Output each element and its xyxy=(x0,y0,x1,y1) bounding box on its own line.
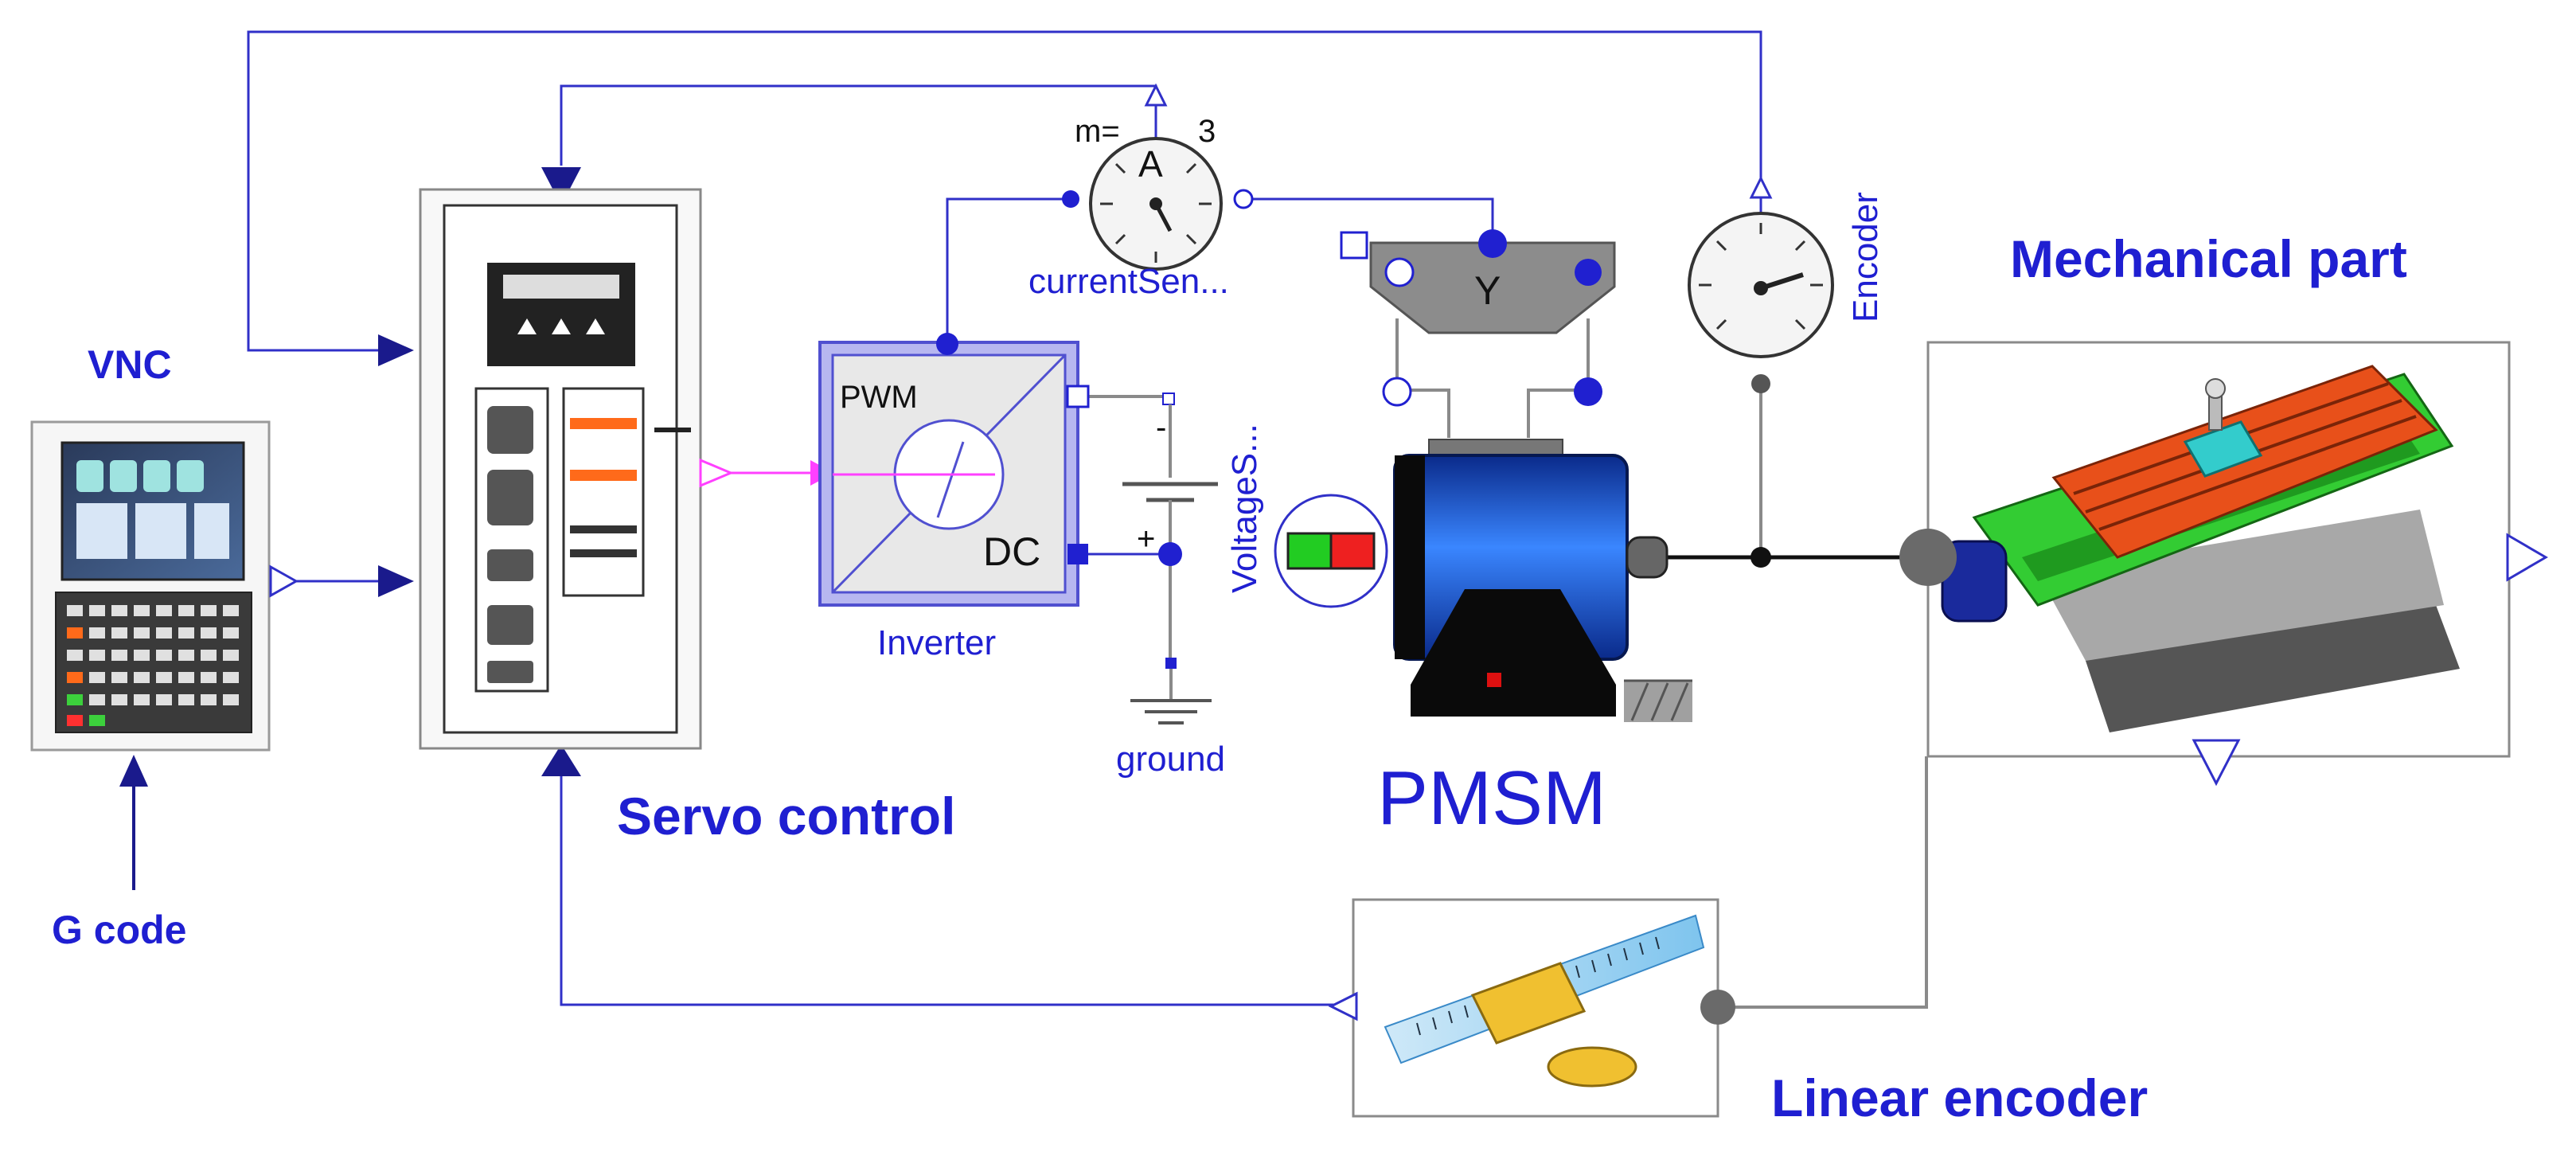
g-code-arrow-head xyxy=(119,755,148,787)
servo-warning-strips xyxy=(570,418,637,557)
motor-signal-green xyxy=(1286,532,1333,570)
wire-dc-top xyxy=(1077,395,1172,404)
battery-plus: + xyxy=(1137,521,1155,557)
star-connection-block[interactable] xyxy=(1340,229,1616,407)
servo-input-arrows xyxy=(378,167,581,776)
encoder-needle xyxy=(1760,272,1804,291)
current-sensor-output-port[interactable] xyxy=(1144,83,1168,107)
servo-connectors xyxy=(487,406,533,683)
wire-inverter-current xyxy=(946,197,1071,342)
pwm-signal-connection xyxy=(699,458,834,488)
inverter-top-pin[interactable] xyxy=(936,333,958,355)
motor-stand xyxy=(1411,589,1616,717)
encoder-disc xyxy=(1547,1046,1637,1088)
inverter-label: Inverter xyxy=(877,623,996,662)
g-code-input xyxy=(119,755,148,890)
y-block-letter: Y xyxy=(1474,268,1501,313)
ammeter-letter: A xyxy=(1138,143,1163,185)
arrow-top xyxy=(541,167,581,205)
mech-output-port-right[interactable] xyxy=(2506,533,2548,582)
encoder-shaft-pin[interactable] xyxy=(1751,374,1770,393)
current-sensor[interactable] xyxy=(1062,83,1254,271)
shaft-junction xyxy=(1751,547,1771,568)
wire-linear-feedback xyxy=(560,768,1353,1006)
voltage-top-pin[interactable] xyxy=(1162,392,1175,405)
servo-control-label: Servo control xyxy=(617,787,955,846)
vnc-controller[interactable] xyxy=(30,420,299,752)
inverter-pos-pin[interactable] xyxy=(1066,385,1090,408)
motor-pin-right[interactable] xyxy=(1574,377,1602,406)
motor-end-cap xyxy=(1395,455,1425,659)
linear-encoder-block[interactable] xyxy=(1328,898,1735,1118)
current-sensor-pin-out[interactable] xyxy=(1233,189,1254,209)
servo-display-symbols xyxy=(517,318,605,334)
mechanical-wires xyxy=(1077,318,1928,1009)
voltage-source-label: VoltageS... xyxy=(1225,424,1264,593)
current-sensor-label: currentSen... xyxy=(1028,262,1229,301)
wire-current-feedback xyxy=(560,84,1157,166)
wire-mech-linear xyxy=(1718,756,1928,1009)
motor-stand-mark xyxy=(1487,673,1501,687)
motor-pin-left[interactable] xyxy=(1382,377,1412,407)
wire-y-motor-left xyxy=(1397,389,1450,438)
machine-base-top xyxy=(2038,510,2444,661)
mech-output-port-bottom[interactable] xyxy=(2192,739,2241,787)
ground-label: ground xyxy=(1116,740,1225,779)
battery-minus: - xyxy=(1156,410,1166,445)
mechanical-part-block[interactable] xyxy=(1899,341,2548,787)
vnc-screen-widgets xyxy=(76,460,229,559)
linear-encoder-port-right[interactable] xyxy=(1700,990,1735,1025)
encoder-output-port[interactable] xyxy=(1749,175,1773,199)
g-code-label: G code xyxy=(52,908,186,952)
linear-encoder-label: Linear encoder xyxy=(1771,1068,2148,1127)
wire-current-y xyxy=(1242,197,1494,243)
arrow-bottom xyxy=(541,744,581,776)
vnc-keys xyxy=(67,605,239,726)
servo-control-block[interactable] xyxy=(419,188,702,750)
battery-junction xyxy=(1158,542,1182,566)
encoder-label: Encoder xyxy=(1846,192,1885,322)
vnc-output-port[interactable] xyxy=(269,564,299,598)
wire-y-motor-right xyxy=(1527,389,1588,438)
inverter-switch xyxy=(936,441,965,518)
pwm-label: PWM xyxy=(840,380,918,415)
encoder-read-head xyxy=(1470,962,1587,1045)
y-block-left-pin[interactable] xyxy=(1384,257,1415,287)
pmsm-motor[interactable] xyxy=(1274,439,1692,722)
wire-encoder-feedback xyxy=(247,30,1762,352)
arrow-left-2 xyxy=(378,565,414,597)
y-block-top-pin[interactable] xyxy=(1478,229,1507,258)
mech-shaft-port[interactable] xyxy=(1899,529,1957,586)
encoder-ticks xyxy=(1699,223,1823,330)
current-sensor-hub xyxy=(1149,197,1162,210)
pmsm-label: PMSM xyxy=(1377,756,1606,841)
dc-label: DC xyxy=(983,529,1040,574)
m-value-label: 3 xyxy=(1198,114,1216,149)
inverter-neg-pin[interactable] xyxy=(1067,544,1088,564)
ground-pin[interactable] xyxy=(1165,658,1177,669)
linear-encoder-port-left[interactable] xyxy=(1328,991,1358,1021)
pwm-output-port[interactable] xyxy=(699,458,734,488)
ground-symbol[interactable] xyxy=(1130,658,1212,724)
vnc-keypad xyxy=(55,592,252,733)
encoder-hub xyxy=(1754,281,1768,295)
servo-display xyxy=(503,275,619,299)
motor-shaft xyxy=(1626,536,1669,579)
motor-signal-red xyxy=(1329,532,1376,570)
rotary-encoder[interactable] xyxy=(1688,175,1834,393)
voltage-source[interactable] xyxy=(1122,392,1218,566)
arrow-left-1 xyxy=(378,334,414,366)
current-sensor-ticks xyxy=(1100,162,1212,263)
m-equals-label: m= xyxy=(1075,114,1120,149)
y-block-neutral-pin[interactable] xyxy=(1340,231,1368,260)
support-hatch xyxy=(1624,679,1692,721)
y-block-body xyxy=(1369,241,1616,334)
inverter-block[interactable] xyxy=(818,333,1090,607)
spindle-head xyxy=(2205,378,2226,399)
vnc-label: VNC xyxy=(88,342,172,387)
mechanical-part-label: Mechanical part xyxy=(2010,229,2407,288)
y-block-right-pin[interactable] xyxy=(1575,259,1602,286)
current-sensor-pin-in[interactable] xyxy=(1062,190,1079,208)
